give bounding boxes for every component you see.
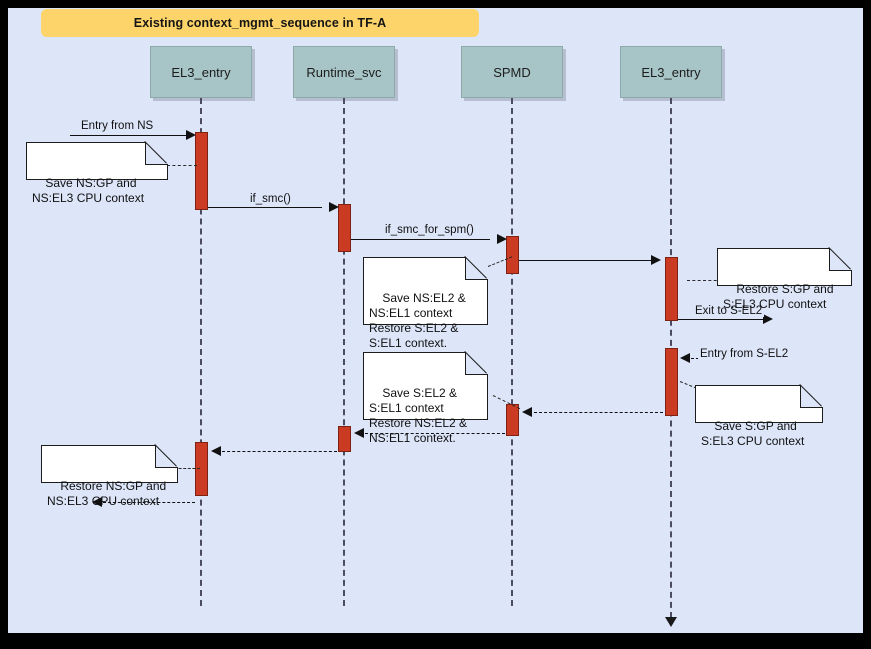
note-save-s-el2-restore-ns-el2: Save S:EL2 & S:EL1 context Restore NS:EL…: [363, 352, 488, 445]
note-fold-corner-icon: [465, 352, 488, 375]
lifeline-head-el3-entry-ns[interactable]: EL3_entry: [150, 46, 252, 98]
note-restore-ns-gp-el3-context: Restore NS:GP and NS:EL3 CPU context: [41, 445, 178, 508]
lifeline-label-spmd: SPMD: [493, 64, 531, 80]
activation-el3-entry-ns-2: [195, 442, 208, 496]
message-label-exit-to-s-el2: Exit to S-EL2: [693, 305, 765, 317]
note-fold-corner-icon: [800, 385, 823, 408]
message-line-spmd-return: [365, 433, 505, 434]
note-connector-3: [687, 280, 722, 281]
diagram-title: Existing context_mgmt_sequence in TF-A: [133, 16, 387, 30]
message-arrow-if-smc-for-spm: [497, 234, 507, 244]
note-fold-corner-icon: [465, 257, 488, 280]
activation-el3-entry-s-1: [665, 257, 678, 321]
message-line-spmd-to-el3-entry-s: [519, 260, 651, 261]
note-text-4: Save S:EL2 & S:EL1 context Restore NS:EL…: [369, 386, 468, 445]
message-label-if-smc: if_smc(): [248, 193, 293, 205]
activation-runtime-svc-1: [338, 204, 351, 252]
lifeline-label-el3-entry-ns: EL3_entry: [171, 64, 231, 80]
note-save-ns-el2-restore-s-el2: Save NS:EL2 & NS:EL1 context Restore S:E…: [363, 257, 488, 350]
note-save-ns-gp-el3-context: Save NS:GP and NS:EL3 CPU context: [26, 142, 168, 205]
note-save-s-gp-el3-context: Save S:GP and S:EL3 CPU context: [695, 385, 823, 448]
note-restore-s-gp-el3-context: Restore S:GP and S:EL3 CPU context: [717, 248, 852, 311]
note-fold-corner-icon: [155, 445, 178, 468]
message-label-entry-from-ns: Entry from NS: [79, 120, 156, 132]
message-arrow-if-smc: [329, 202, 339, 212]
activation-spmd-2: [506, 404, 519, 436]
lifeline-label-runtime-svc: Runtime_svc: [306, 64, 382, 80]
note-connector-6: [174, 468, 200, 469]
activation-el3-entry-s-2: [665, 348, 678, 416]
message-arrow-runtime-svc-return: [211, 446, 221, 456]
message-line-if-smc-for-spm: [351, 239, 490, 240]
message-line-el3-entry-ns-return: [103, 502, 195, 503]
note-fold-corner-icon: [829, 248, 852, 271]
message-label-entry-from-s-el2: Entry from S-EL2: [698, 348, 791, 360]
lifeline-head-spmd[interactable]: SPMD: [461, 46, 563, 98]
message-arrow-el3-entry-s-return: [522, 407, 532, 417]
lifeline-line-el3-entry-ns: [200, 98, 202, 606]
note-text-6: Restore NS:GP and NS:EL3 CPU context: [47, 479, 167, 508]
message-label-if-smc-for-spm: if_smc_for_spm(): [383, 224, 476, 236]
note-fold-corner-icon: [145, 142, 168, 165]
lifeline-line-spmd: [511, 98, 513, 606]
message-arrow-entry-from-s-el2: [680, 353, 690, 363]
lifeline-head-el3-entry-s[interactable]: EL3_entry: [620, 46, 722, 98]
message-line-if-smc: [208, 207, 322, 208]
note-text-5: Save S:GP and S:EL3 CPU context: [701, 419, 805, 448]
activation-el3-entry-ns-1: [195, 132, 208, 210]
note-text-2: Save NS:EL2 & NS:EL1 context Restore S:E…: [369, 291, 466, 350]
note-connector-1: [167, 165, 197, 166]
lifeline-label-el3-entry-s: EL3_entry: [641, 64, 701, 80]
note-text-3: Restore S:GP and S:EL3 CPU context: [723, 282, 834, 311]
diagram-canvas: Existing context_mgmt_sequence in TF-A E…: [8, 8, 863, 633]
note-text-1: Save NS:GP and NS:EL3 CPU context: [32, 176, 145, 205]
activation-spmd-1: [506, 236, 519, 274]
message-arrow-entry-from-ns: [186, 130, 196, 140]
lifeline-head-runtime-svc[interactable]: Runtime_svc: [293, 46, 395, 98]
message-line-entry-from-ns: [70, 135, 188, 136]
message-line-el3-entry-s-return: [534, 412, 663, 413]
message-line-runtime-svc-return: [222, 451, 337, 452]
lifeline-end-arrow-el3-entry-s: [665, 617, 677, 627]
activation-runtime-svc-2: [338, 426, 351, 452]
message-arrow-spmd-return: [354, 428, 364, 438]
diagram-title-banner: Existing context_mgmt_sequence in TF-A: [41, 9, 479, 37]
message-arrow-el3-entry-ns-return: [92, 497, 102, 507]
message-arrow-spmd-to-el3-entry-s: [651, 255, 661, 265]
message-arrow-exit-to-s-el2: [763, 314, 773, 324]
lifeline-line-runtime-svc: [343, 98, 345, 606]
message-line-exit-to-s-el2: [678, 319, 766, 320]
